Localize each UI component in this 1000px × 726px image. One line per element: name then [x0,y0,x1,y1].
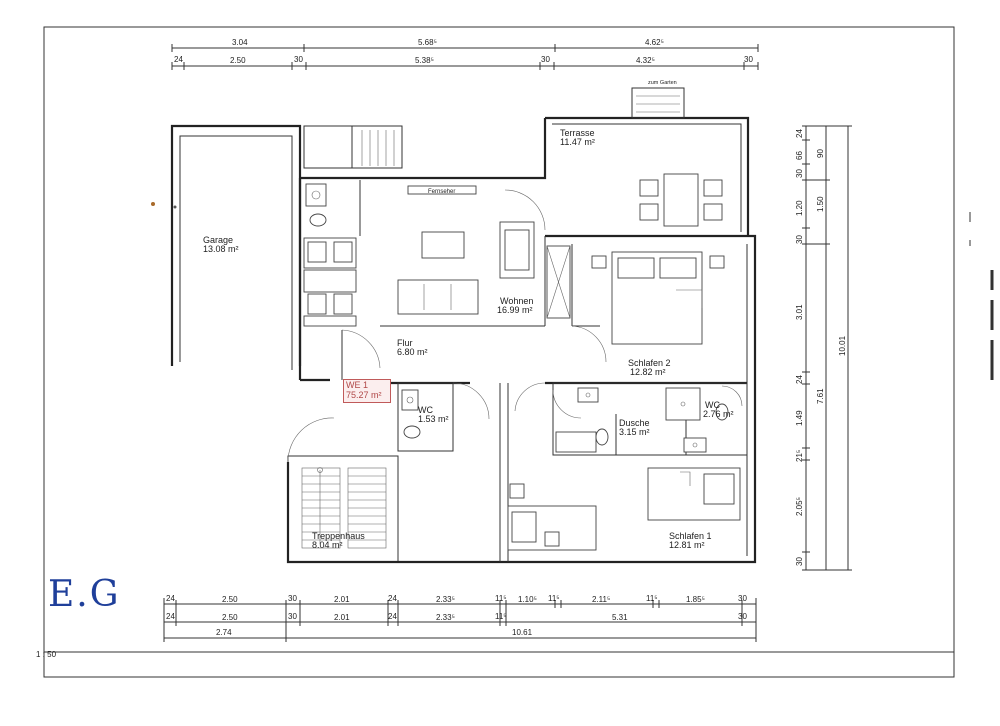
dim-right-11: 30 [795,557,804,566]
dim-top-r2-4: 5.38⁵ [415,56,434,65]
label-flur: Flur [397,338,413,348]
label-wc-1: WC [418,405,433,415]
dim-bot-r2-7: 11⁵ [495,612,507,621]
dim-bot-r2-2: 2.50 [222,613,238,622]
dim-bot-r2-1: 24 [166,612,175,621]
handwritten-floor-label: E.G [48,574,121,615]
dim-right-c2-1: 90 [816,149,825,158]
dim-bot-4: 2.01 [334,595,350,604]
dim-bot-10: 2.11⁵ [592,595,610,604]
label-schlafen-1: Schlafen 1 [669,531,712,541]
area-garage: 13.08 m² [203,244,239,254]
dim-right-2: 66 [795,151,804,160]
sheet-frame [43,26,955,678]
dim-bot-9: 11⁵ [548,594,560,603]
scale-label: 1 : 50 [36,650,57,659]
area-flur: 6.80 m² [397,347,428,357]
area-wc-2: 2.76 m² [703,409,734,419]
label-treppenhaus: Treppenhaus [312,531,365,541]
dim-right-c3-1: 10.01 [838,335,847,356]
unit-area: 75.27 m² [346,390,382,400]
dim-bot-r2-3: 30 [288,612,297,621]
dim-bot-5: 24 [388,594,397,603]
area-dusche: 3.15 m² [619,427,650,437]
dimensions-top: 3.04 5.68⁵ 4.62⁵ 24 2.50 30 5.38⁵ 30 4.3… [171,38,759,70]
dim-right-6: 3.01 [795,304,804,320]
dim-bot-r2-9: 30 [738,612,747,621]
dim-right-7: 24 [795,375,804,384]
area-wc-1: 1.53 m² [418,414,449,424]
dim-top-r2-6: 4.32⁵ [636,56,655,65]
dim-right-8: 1.49 [795,410,804,426]
dim-bot-6: 2.33⁵ [436,595,455,604]
dim-bot-3: 30 [288,594,297,603]
dim-bot-r3-2: 10.61 [512,628,533,637]
dim-bot-8: 1.10⁵ [518,595,537,604]
room-labels: zum Garten Terrasse 11.47 m² Garage 13.0… [203,80,734,550]
label-wohnen: Wohnen [500,296,533,306]
walls [170,87,757,564]
dim-bot-2: 2.50 [222,595,238,604]
dim-top-r2-1: 24 [174,55,183,64]
dim-right-c2-3: 7.61 [816,388,825,404]
dim-right-1: 24 [795,129,804,138]
dimensions-bottom: 24 2.50 30 2.01 24 2.33⁵ 11⁵ 1.10⁵ 11⁵ 2… [163,594,757,642]
dim-right-c2-2: 1.50 [816,196,825,212]
furniture: Fernseher [303,173,741,551]
area-schlafen-2: 12.82 m² [630,367,666,377]
doors [287,189,743,463]
dim-top-1: 3.04 [232,38,248,47]
stair [301,467,387,549]
dim-right-10: 2.05⁵ [795,497,804,516]
dim-top-r2-5: 30 [541,55,550,64]
label-garage: Garage [203,235,233,245]
dim-bot-r2-8: 5.31 [612,613,628,622]
area-treppenhaus: 8.04 m² [312,540,343,550]
dim-top-r2-3: 30 [294,55,303,64]
dim-bot-13: 30 [738,594,747,603]
unit-name: WE 1 [346,380,369,390]
dim-bot-12: 1.85⁵ [686,595,705,604]
dim-right-5: 30 [795,235,804,244]
label-dusche: Dusche [619,418,650,428]
dim-bot-r3-1: 2.74 [216,628,232,637]
label-terrasse: Terrasse [560,128,595,138]
dim-top-r2-2: 2.50 [230,56,246,65]
label-schlafen-2: Schlafen 2 [628,358,671,368]
dim-top-r2-7: 30 [744,55,753,64]
dim-bot-11: 11⁵ [646,594,658,603]
dim-top-2: 5.68⁵ [418,38,437,47]
unit-badge: WE 1 75.27 m² [343,379,391,403]
dim-bot-1: 24 [166,594,175,603]
label-zum-garten: zum Garten [648,80,677,86]
dimensions-right: 24 66 30 1.20 30 3.01 24 1.49 21⁵ 2.05⁵ … [795,125,852,571]
dim-bot-r2-6: 2.33⁵ [436,613,455,622]
area-wohnen: 16.99 m² [497,305,533,315]
dim-bot-r2-4: 2.01 [334,613,350,622]
dim-bot-r2-5: 24 [388,612,397,621]
dim-top-3: 4.62⁵ [645,38,664,47]
dim-right-4: 1.20 [795,200,804,216]
dim-bot-7: 11⁵ [495,594,507,603]
area-schlafen-1: 12.81 m² [669,540,705,550]
area-terrasse: 11.47 m² [560,137,595,147]
tv-label: Fernseher [428,189,455,195]
label-wc-2: WC [705,400,720,410]
dim-right-3: 30 [795,169,804,178]
dim-right-9: 21⁵ [795,450,804,462]
